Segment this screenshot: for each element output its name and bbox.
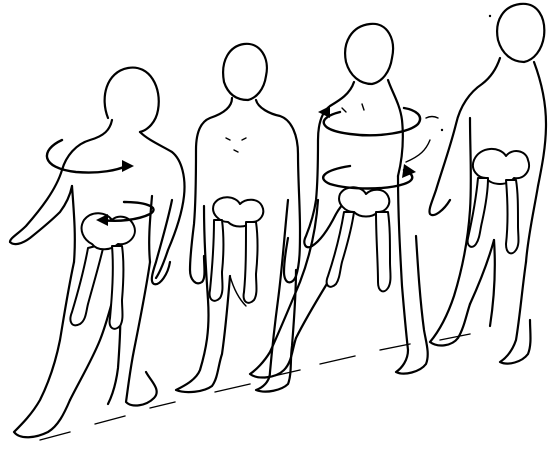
rotation-arrow-shoulder (47, 140, 126, 173)
femur-left-2 (210, 220, 224, 301)
figure-3 (250, 24, 430, 378)
arrowhead-pelvis-3 (402, 164, 416, 178)
ground-lines (40, 334, 470, 440)
femur-right-4 (506, 180, 519, 253)
figure-4 (426, 4, 546, 364)
figure-1 (10, 68, 185, 438)
arrowhead-shoulder-3 (318, 106, 330, 118)
femur-right (110, 246, 124, 329)
arrowhead-shoulder (122, 160, 134, 172)
rotation-arrow-shoulder-3 (324, 108, 420, 135)
femur-right-3 (376, 212, 391, 291)
femur-left (70, 244, 104, 325)
figure-2 (176, 44, 300, 392)
femur-right-2 (244, 222, 258, 303)
pelvis-1 (82, 213, 135, 249)
